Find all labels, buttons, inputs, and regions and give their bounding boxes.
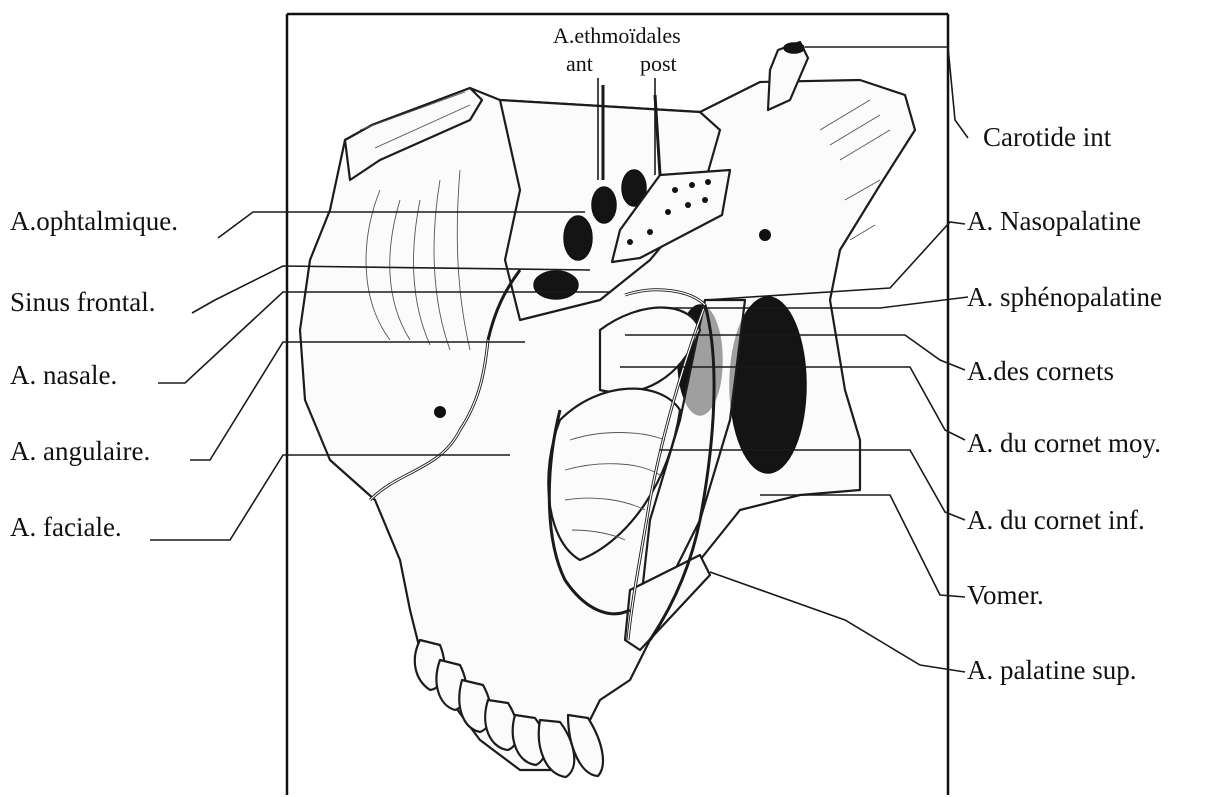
label-ophtalmique: A.ophtalmique.	[10, 206, 178, 236]
infraorbital-foramen	[434, 406, 446, 418]
label-angulaire: A. angulaire.	[10, 436, 150, 466]
frontal-sinus	[534, 271, 578, 299]
ethmoid-cell-2	[592, 187, 616, 223]
label-nasale: A. nasale.	[10, 360, 117, 390]
label-sinus-frontal: Sinus frontal.	[10, 287, 156, 317]
label-ethmoidales: A.ethmoïdales	[553, 24, 681, 48]
carotid-lumen	[784, 43, 804, 53]
label-cornet-moy: A. du cornet moy.	[967, 428, 1161, 458]
leader-palatine	[710, 572, 965, 672]
ethmoid-cell-1	[564, 216, 592, 260]
leader-vomer	[760, 495, 965, 597]
label-cornet-inf: A. du cornet inf.	[967, 505, 1145, 535]
label-ethmoidales-ant: ant	[566, 52, 593, 76]
label-vomer: Vomer.	[967, 580, 1044, 610]
label-carotide: Carotide int	[983, 122, 1111, 152]
label-nasopalatine: A. Nasopalatine	[967, 206, 1141, 236]
label-faciale: A. faciale.	[10, 512, 122, 542]
label-palatine: A. palatine sup.	[967, 655, 1136, 685]
label-ethmoidales-post: post	[640, 52, 677, 76]
label-cornets: A.des cornets	[967, 356, 1114, 386]
foramen	[759, 229, 771, 241]
label-sphenopalatine: A. sphénopalatine	[967, 282, 1162, 312]
